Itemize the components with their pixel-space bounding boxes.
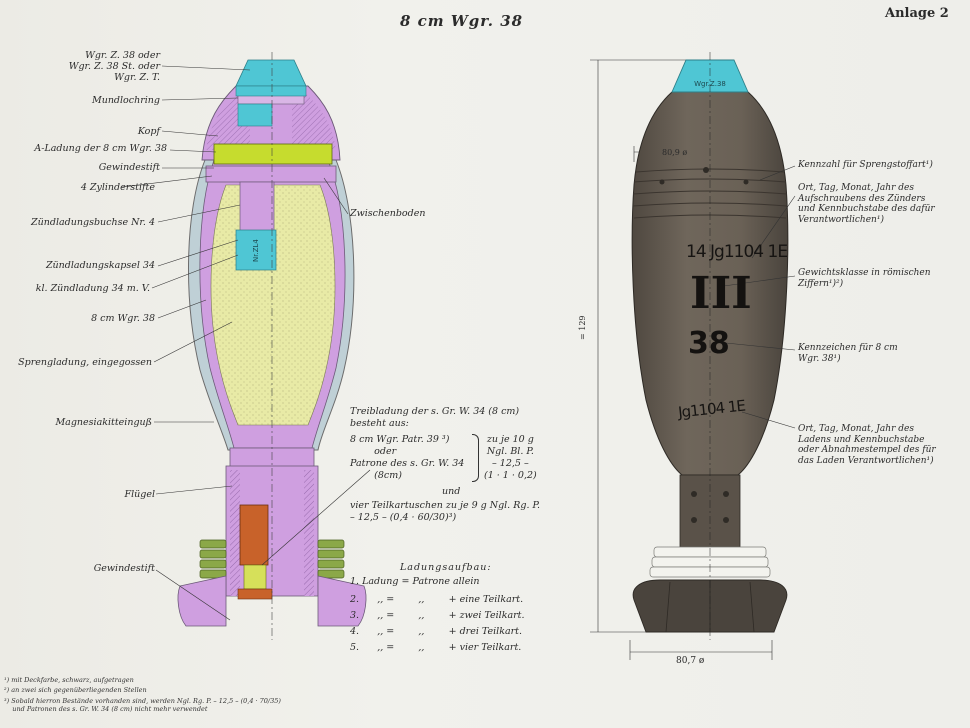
label-zwischenboden: Zwischenboden	[350, 208, 426, 219]
diameter-bottom-label: 80,7 ø	[676, 656, 705, 666]
propellant-left: 8 cm Wgr. Patr. 39 ³) oder Patrone des s…	[350, 434, 465, 481]
propellant-heading: Treibladung der s. Gr. W. 34 (8 cm) best…	[350, 406, 520, 429]
exterior-view: Wgr.Z.38	[590, 52, 796, 660]
label-sprengladung: Sprengladung, eingegossen	[18, 357, 152, 368]
page-title: 8 cm Wgr. 38	[400, 12, 524, 30]
label-gewindestift-top: Gewindestift	[98, 162, 160, 173]
fuze-sleeve-text: Nr.ZL4	[252, 239, 260, 262]
label-zuendladungskapsel: Zündladungskapsel 34	[45, 260, 155, 271]
ladung-row-5: 5. ,, = ,, + vier Teilkart.	[350, 642, 522, 653]
ladung-row-1: 1. Ladung = Patrone allein	[350, 576, 480, 587]
label-fuze: Wgr. Z. 38 oder Wgr. Z. 38 St. oder Wgr.…	[68, 50, 160, 83]
footnote-1: ¹) mit Deckfarbe, schwarz, aufgetragen	[4, 676, 134, 684]
ladung-heading: Ladungsaufbau:	[400, 562, 492, 573]
ladung-row-4: 4. ,, = ,, + drei Teilkart.	[350, 626, 523, 637]
label-zuendladungsbuchse: Zündladungsbuchse Nr. 4	[31, 217, 155, 228]
footnote-2: ²) an zwei sich gegenüberliegenden Stell…	[4, 686, 147, 694]
caliber-marking: 38	[688, 326, 730, 361]
footnote-3: ³) Sobald hierron Bestände vorhanden sin…	[4, 697, 281, 713]
label-kennzeichen: Kennzeichen für 8 cm Wgr. 38¹)	[798, 343, 898, 364]
weight-class-marking: III	[690, 268, 752, 319]
label-aufschrauben: Ort, Tag, Monat, Jahr des Aufschraubens …	[798, 183, 935, 225]
label-zylinderstifte: 4 Zylinderstifte	[80, 182, 155, 193]
length-dimension: = 129	[578, 315, 587, 340]
label-laden: Ort, Tag, Monat, Jahr des Ladens und Ken…	[798, 424, 936, 466]
label-mundlochring: Mundlochring	[91, 95, 160, 106]
label-fluegel: Flügel	[124, 489, 156, 500]
lot-marking: 14 Jg1104 1E	[686, 242, 788, 262]
label-magnesiakitt: Magnesiakitteinguß	[55, 417, 152, 428]
label-gewindestift-bottom: Gewindestift	[93, 563, 155, 574]
label-wgr38: 8 cm Wgr. 38	[91, 313, 155, 324]
diameter-top-label: 80,9 ø	[662, 148, 688, 157]
label-kennzahl: Kennzahl für Sprengstoffart¹)	[798, 160, 933, 170]
annex-label: Anlage 2	[885, 6, 949, 21]
brace-left	[472, 434, 479, 482]
propellant-increments: vier Teilkartuschen zu je 9 g Ngl. Rg. P…	[350, 500, 540, 523]
section-view: Nr.ZL4	[121, 52, 371, 640]
propellant-und: und	[442, 486, 461, 497]
label-gewichtsklasse: Gewichtsklasse in römischen Ziffern¹)²)	[798, 268, 931, 289]
label-a-ladung: A-Ladung der 8 cm Wgr. 38	[34, 143, 167, 154]
ladung-row-3: 3. ,, = ,, + zwei Teilkart.	[350, 610, 525, 621]
propellant-right: zu je 10 g Ngl. Bl. P. – 12,5 – (1 · 1 ·…	[484, 434, 537, 481]
ladung-row-2: 2. ,, = ,, + eine Teilkart.	[350, 594, 524, 605]
label-kl-zuendladung: kl. Zündladung 34 m. V.	[35, 283, 150, 294]
label-kopf: Kopf	[137, 126, 160, 137]
